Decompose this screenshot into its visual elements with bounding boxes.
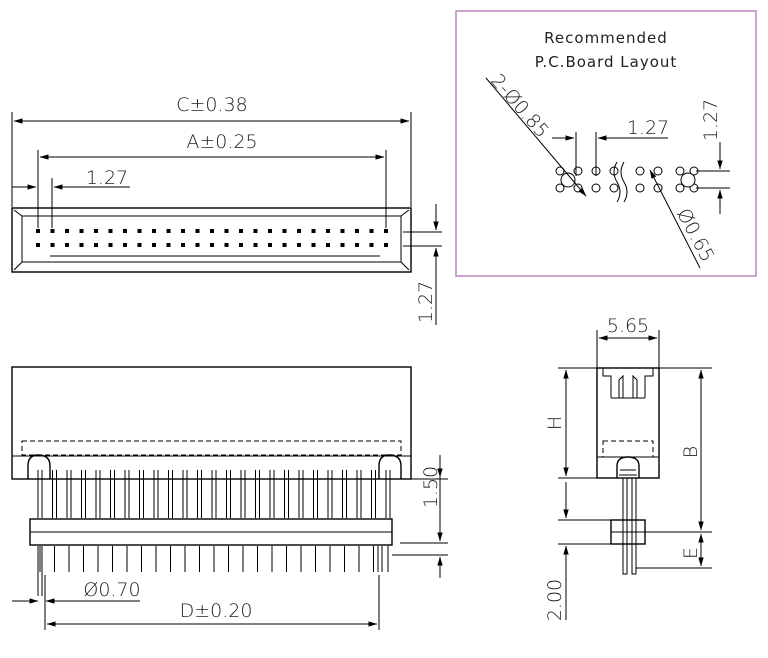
pitch-label: 1.27 [86, 167, 128, 189]
front-body-outline [11, 366, 412, 480]
pcb-layout-panel: Recommended P.C.Board Layout 1.27 1.27 2… [455, 10, 757, 277]
top-pin-upper [123, 229, 127, 233]
left-latch [27, 454, 51, 479]
top-pin-lower [282, 243, 287, 247]
pcb-hole [573, 183, 583, 193]
pcb-title-line1: Recommended [544, 29, 668, 47]
top-pin-upper [195, 229, 200, 233]
top-pin-lower [123, 243, 127, 247]
width-dim-label: 5.65 [607, 315, 649, 337]
top-pin-lower [181, 243, 185, 247]
top-pin-upper [282, 229, 287, 233]
top-pin-upper [326, 229, 330, 233]
height-dim-label: 1.50 [420, 466, 442, 508]
top-pin-upper [94, 229, 98, 233]
row-pitch-label: 1.27 [415, 281, 437, 323]
top-pin-lower [340, 243, 345, 247]
top-pin-upper [166, 229, 171, 233]
top-pin-lower [195, 243, 200, 247]
pcb-hole [555, 166, 565, 176]
tail-dim-label: 2.00 [544, 579, 566, 621]
top-pin-lower [36, 243, 40, 247]
top-pin-lower [108, 243, 113, 247]
top-pin-upper [50, 229, 55, 233]
top-pin-lower [50, 243, 55, 247]
dim-b-label: B [680, 446, 702, 458]
top-pin-lower [79, 243, 84, 247]
top-pin-upper [369, 229, 374, 233]
top-pin-upper [210, 229, 214, 233]
side-view: 5.65 H B E 2.00 [544, 315, 712, 621]
top-pin-lower [369, 243, 374, 247]
top-pin-lower [166, 243, 171, 247]
top-pin-lower [210, 243, 214, 247]
top-pin-upper [224, 229, 229, 233]
dim-a-label: A±0.25 [186, 131, 257, 153]
top-pin-upper [152, 229, 156, 233]
pcb-hole [635, 166, 645, 176]
top-pin-lower [152, 243, 156, 247]
top-pin-lower [326, 243, 330, 247]
top-pin-lower [297, 243, 301, 247]
pcb-layout-frame [455, 10, 757, 277]
top-pin-upper [384, 229, 388, 233]
pcb-hole [591, 183, 601, 193]
dim-h-label: H [544, 416, 566, 430]
top-pin-upper [355, 229, 359, 233]
pcb-hole-large [560, 172, 576, 188]
pcb-hole-large-label: 2-Ø0.85 [486, 70, 553, 142]
top-pin-upper [340, 229, 345, 233]
right-latch [378, 454, 402, 479]
pcb-hole [653, 166, 663, 176]
break-line-right [620, 161, 628, 203]
top-pin-lower [224, 243, 229, 247]
top-pin-upper [253, 229, 258, 233]
top-pin-grid [36, 229, 388, 247]
pcb-hole-large [680, 172, 696, 188]
pcb-hole [609, 183, 619, 193]
top-pin-lower [65, 243, 69, 247]
top-pin-lower [137, 243, 142, 247]
top-pin-upper [137, 229, 142, 233]
pcb-hole [675, 166, 685, 176]
pcb-hole [635, 183, 645, 193]
dim-d-label: D±0.20 [180, 600, 253, 622]
top-pin-lower [94, 243, 98, 247]
pcb-title-line2: P.C.Board Layout [535, 53, 678, 71]
top-body-outline [11, 207, 412, 273]
top-pin-upper [268, 229, 272, 233]
pcb-hole [573, 166, 583, 176]
top-view: C±0.38 A±0.25 1.27 1.27 [11, 94, 442, 325]
top-pin-lower [311, 243, 316, 247]
top-pin-upper [79, 229, 84, 233]
pcb-hole [555, 183, 565, 193]
top-pin-upper [239, 229, 243, 233]
pcb-pitch-v-label: 1.27 [700, 99, 722, 141]
pcb-hole-small-label: Ø0.65 [672, 205, 718, 266]
top-pin-upper [65, 229, 69, 233]
front-view: 1.50 Ø0.70 D±0.20 [11, 366, 448, 630]
top-pin-upper [311, 229, 316, 233]
pcb-pitch-h-label: 1.27 [627, 117, 669, 139]
top-pin-upper [297, 229, 301, 233]
top-pin-lower [253, 243, 258, 247]
top-pin-lower [355, 243, 359, 247]
dim-e-label: E [680, 547, 702, 559]
top-pin-lower [239, 243, 243, 247]
pin-dia-label: Ø0.70 [83, 579, 140, 601]
top-pin-lower [268, 243, 272, 247]
front-pin-row [29, 470, 393, 596]
dim-c-label: C±0.38 [176, 94, 248, 116]
top-pin-upper [108, 229, 113, 233]
top-pin-upper [181, 229, 185, 233]
break-line-left [613, 161, 621, 203]
side-body-outline [596, 367, 660, 479]
top-pin-lower [384, 243, 388, 247]
top-pin-upper [36, 229, 40, 233]
pcb-hole [675, 183, 685, 193]
